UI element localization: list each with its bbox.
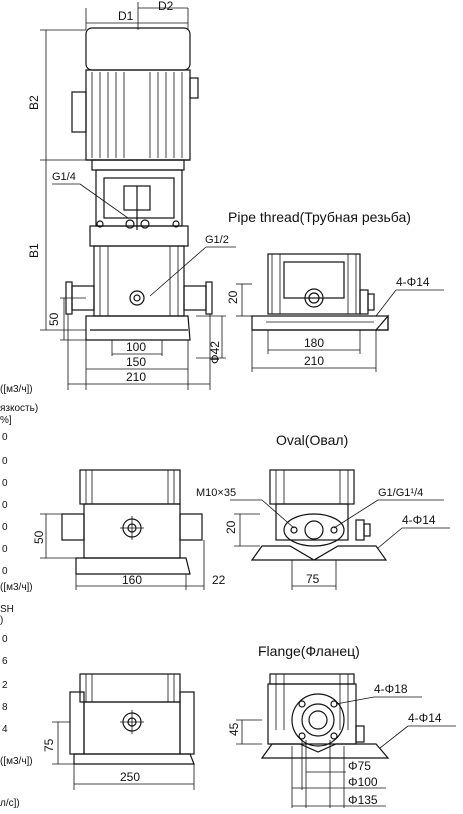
g-side-label: G1/2 xyxy=(205,234,229,246)
oval-holes-label: 4-Φ14 xyxy=(402,513,436,527)
dim-50-label: 50 xyxy=(47,312,61,326)
oval-title: Oval(Овал) xyxy=(276,432,348,448)
b2-label: B2 xyxy=(27,95,41,110)
fragment: 2 xyxy=(2,680,8,691)
d2-label: D2 xyxy=(158,0,174,13)
fragment: 0 xyxy=(2,432,8,443)
fragment: язкость) xyxy=(0,403,38,414)
pipe-dim-20-label: 20 xyxy=(226,290,240,304)
fragment: 0 xyxy=(2,634,8,645)
fragment: 8 xyxy=(2,702,8,713)
flange-front-250-label: 250 xyxy=(120,770,140,784)
fragment: 0 xyxy=(2,544,8,555)
oval-view: Oval(Овал) 50 160 22 xyxy=(32,432,450,590)
d1-label: D1 xyxy=(118,9,134,23)
fragment: ([м3/ч]) xyxy=(0,582,33,593)
flange-holes-top-label: 4-Φ18 xyxy=(374,682,408,696)
pipe-holes-label: 4-Φ14 xyxy=(396,275,430,289)
fragment: ([м3/ч]) xyxy=(0,756,33,767)
dim-150-label: 150 xyxy=(126,355,146,369)
oval-dim-75-label: 75 xyxy=(306,572,320,586)
dim-100-label: 100 xyxy=(126,340,146,354)
oval-thread-label: G1/G1¹/4 xyxy=(378,487,423,499)
left-column-fragments: ([м3/ч]) язкость) %] 0 0 0 0 0 0 0 ([м3/… xyxy=(0,384,38,809)
fragment: 0 xyxy=(2,566,8,577)
main-pump-view: D1 D2 B2 B1 G1/ xyxy=(27,0,236,390)
flange-phi75-label: Φ75 xyxy=(348,759,371,773)
fragment: 4 xyxy=(2,724,8,735)
oval-front-160-label: 160 xyxy=(122,573,142,587)
oval-dim-20-label: 20 xyxy=(224,520,238,534)
flange-holes-bottom-label: 4-Φ14 xyxy=(408,711,442,725)
pipe-thread-view: Pipe thread(Трубная резьба) 4-Φ14 20 180… xyxy=(226,209,444,372)
pipe-dim-180-label: 180 xyxy=(304,336,324,350)
pipe-dim-210-label: 210 xyxy=(304,354,324,368)
phi42-label: Φ42 xyxy=(208,341,222,364)
fragment: 0 xyxy=(2,478,8,489)
fragment: 0 xyxy=(2,522,8,533)
flange-phi135-label: Φ135 xyxy=(348,793,378,807)
fragment: SH xyxy=(0,604,14,615)
flange-front-75-label: 75 xyxy=(42,738,56,752)
flange-dim-45-label: 45 xyxy=(227,722,241,736)
fragment: ([м3/ч]) xyxy=(0,384,33,395)
flange-view: Flange(Фланец) 75 250 xyxy=(42,643,456,808)
fragment: ) xyxy=(0,615,3,626)
flange-phi100-label: Φ100 xyxy=(348,775,378,789)
fragment: %] xyxy=(0,415,12,426)
pipe-thread-title: Pipe thread(Трубная резьба) xyxy=(228,209,411,225)
oval-front-50-label: 50 xyxy=(32,530,46,544)
fragment: 6 xyxy=(2,656,8,667)
oval-front-22-label: 22 xyxy=(212,573,226,587)
oval-bolt-label: M10×35 xyxy=(196,487,236,499)
fragment: 0 xyxy=(2,500,8,511)
fragment: 0 xyxy=(2,456,8,467)
dim-210-label: 210 xyxy=(126,370,146,384)
g-top-label: G1/4 xyxy=(52,171,76,183)
b1-label: B1 xyxy=(27,243,41,258)
flange-title: Flange(Фланец) xyxy=(258,643,360,659)
fragment: л/с]) xyxy=(0,798,20,809)
